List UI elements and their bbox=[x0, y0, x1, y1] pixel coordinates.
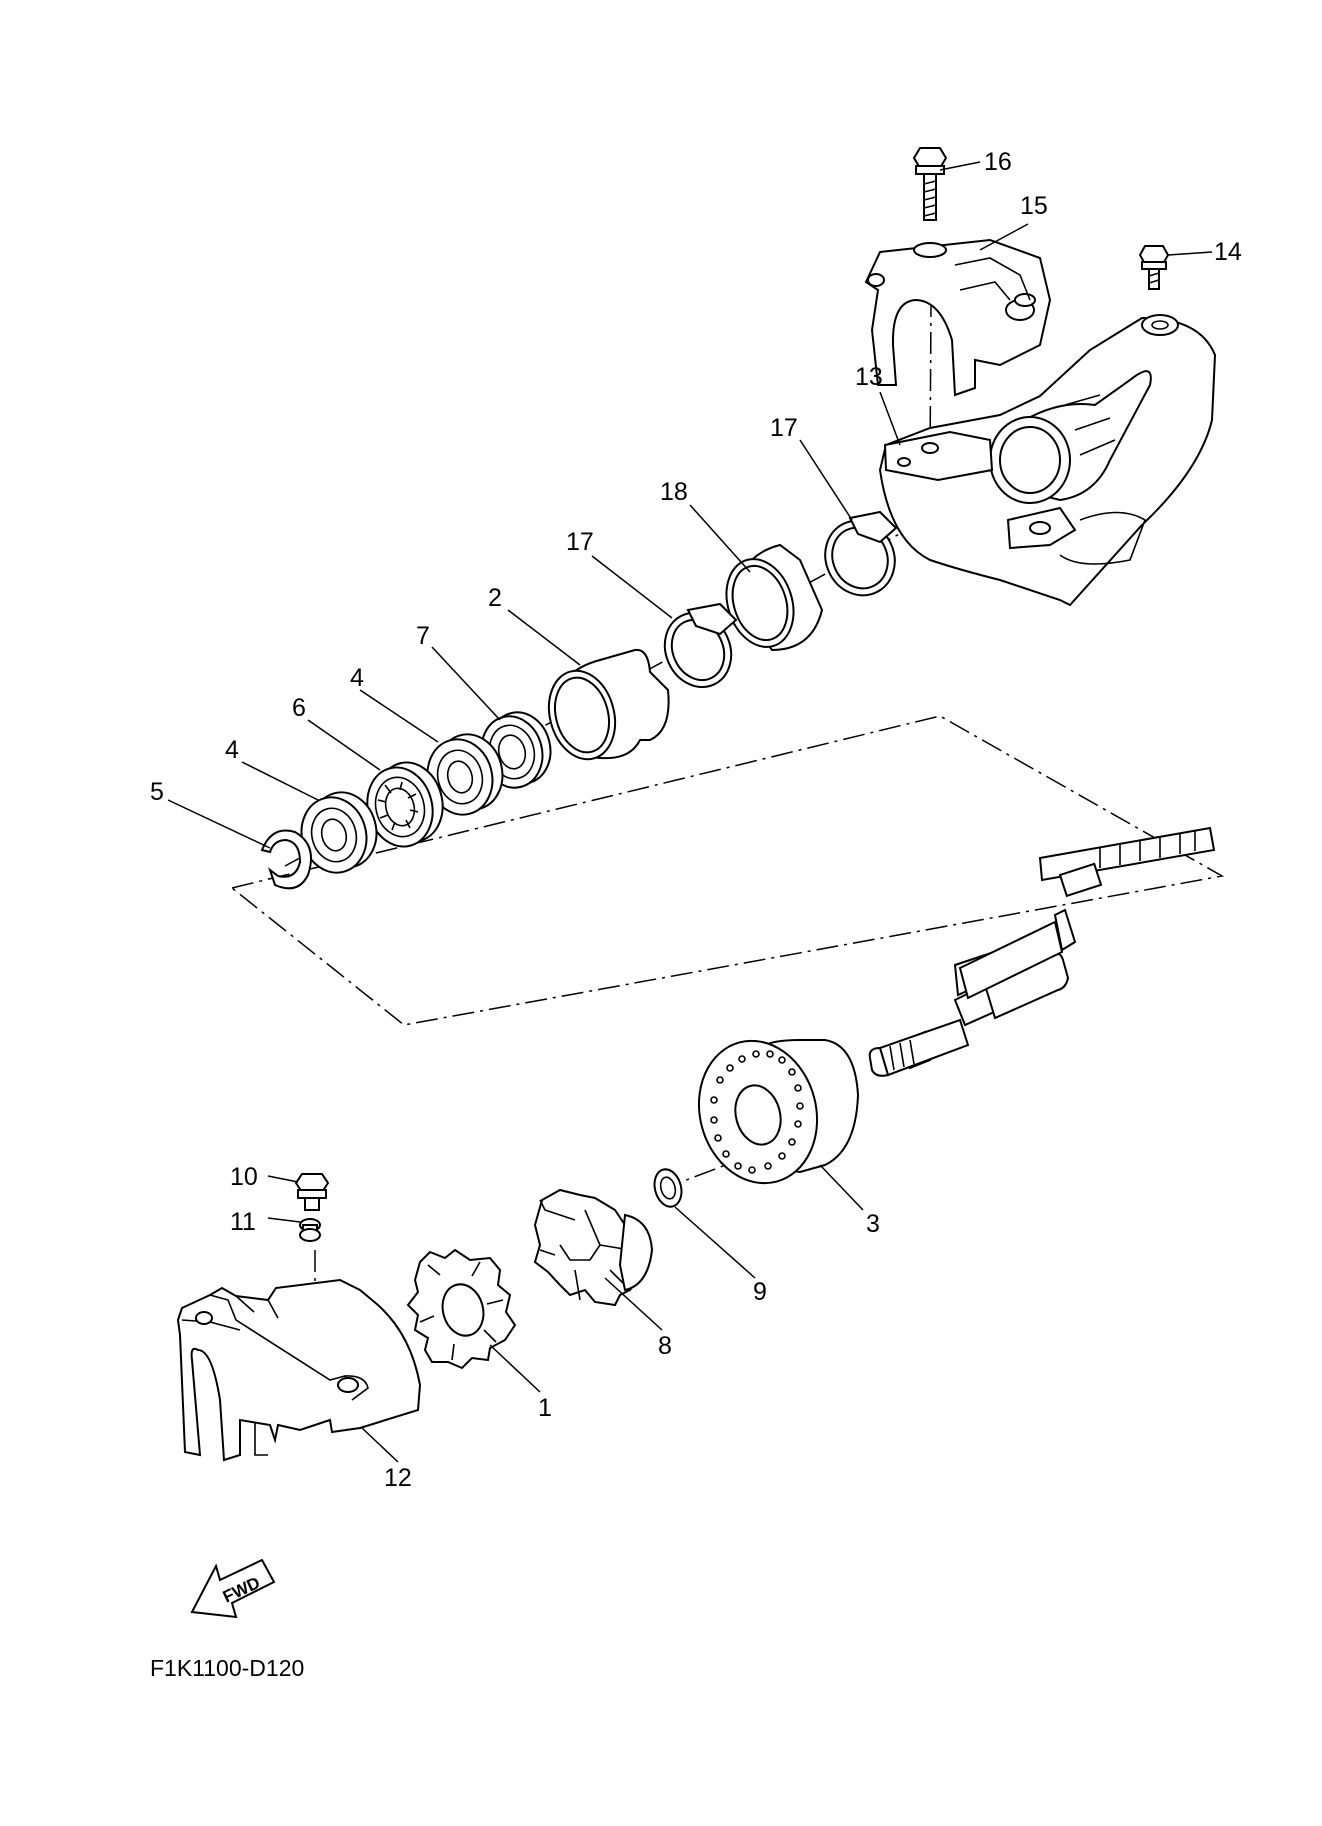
label-15: 15 bbox=[1020, 192, 1048, 220]
label-4-lower: 4 bbox=[225, 736, 239, 764]
washer-9 bbox=[653, 1168, 683, 1208]
clamp-17-lower bbox=[663, 602, 738, 688]
housing-3-holes bbox=[710, 1050, 804, 1174]
label-17-lower: 17 bbox=[566, 528, 594, 556]
housing-12 bbox=[176, 1278, 422, 1462]
label-11: 11 bbox=[230, 1208, 256, 1236]
label-14: 14 bbox=[1214, 238, 1242, 266]
sleeve-18 bbox=[725, 543, 824, 652]
label-10: 10 bbox=[230, 1163, 258, 1191]
diagram-code: F1K1100-D120 bbox=[150, 1655, 304, 1681]
bolt-10 bbox=[294, 1173, 330, 1211]
damper-1 bbox=[406, 1248, 517, 1370]
washer-11 bbox=[299, 1218, 321, 1242]
cap-15 bbox=[864, 238, 1052, 397]
clamp-17-upper bbox=[824, 510, 898, 597]
label-13: 13 bbox=[855, 363, 883, 391]
bearing-6 bbox=[366, 761, 444, 848]
drive-shaft bbox=[868, 826, 1216, 1077]
label-1: 1 bbox=[538, 1394, 552, 1422]
label-3: 3 bbox=[866, 1210, 880, 1238]
bearing-4-lower bbox=[300, 791, 378, 874]
label-4-upper: 4 bbox=[350, 664, 364, 692]
label-18: 18 bbox=[660, 478, 688, 506]
housing-3 bbox=[697, 1039, 860, 1185]
label-17-upper: 17 bbox=[770, 414, 798, 442]
coupler-8 bbox=[533, 1188, 654, 1307]
label-2: 2 bbox=[488, 584, 502, 612]
forward-arrow-icon: FWD bbox=[190, 1558, 276, 1619]
label-5: 5 bbox=[150, 778, 164, 806]
label-6: 6 bbox=[292, 694, 306, 722]
circlip-5 bbox=[260, 829, 312, 890]
axis-line-13 bbox=[929, 304, 932, 466]
bolt-14 bbox=[1138, 245, 1170, 290]
collar-2 bbox=[547, 648, 670, 761]
label-16: 16 bbox=[984, 148, 1012, 176]
bolt-16 bbox=[912, 147, 948, 221]
label-8: 8 bbox=[658, 1332, 672, 1360]
label-12: 12 bbox=[384, 1464, 412, 1492]
label-9: 9 bbox=[753, 1278, 767, 1306]
leader-lines bbox=[167, 161, 1213, 1463]
assembly-outline bbox=[231, 715, 1225, 1026]
duct-13 bbox=[878, 314, 1217, 607]
label-7: 7 bbox=[416, 622, 430, 650]
